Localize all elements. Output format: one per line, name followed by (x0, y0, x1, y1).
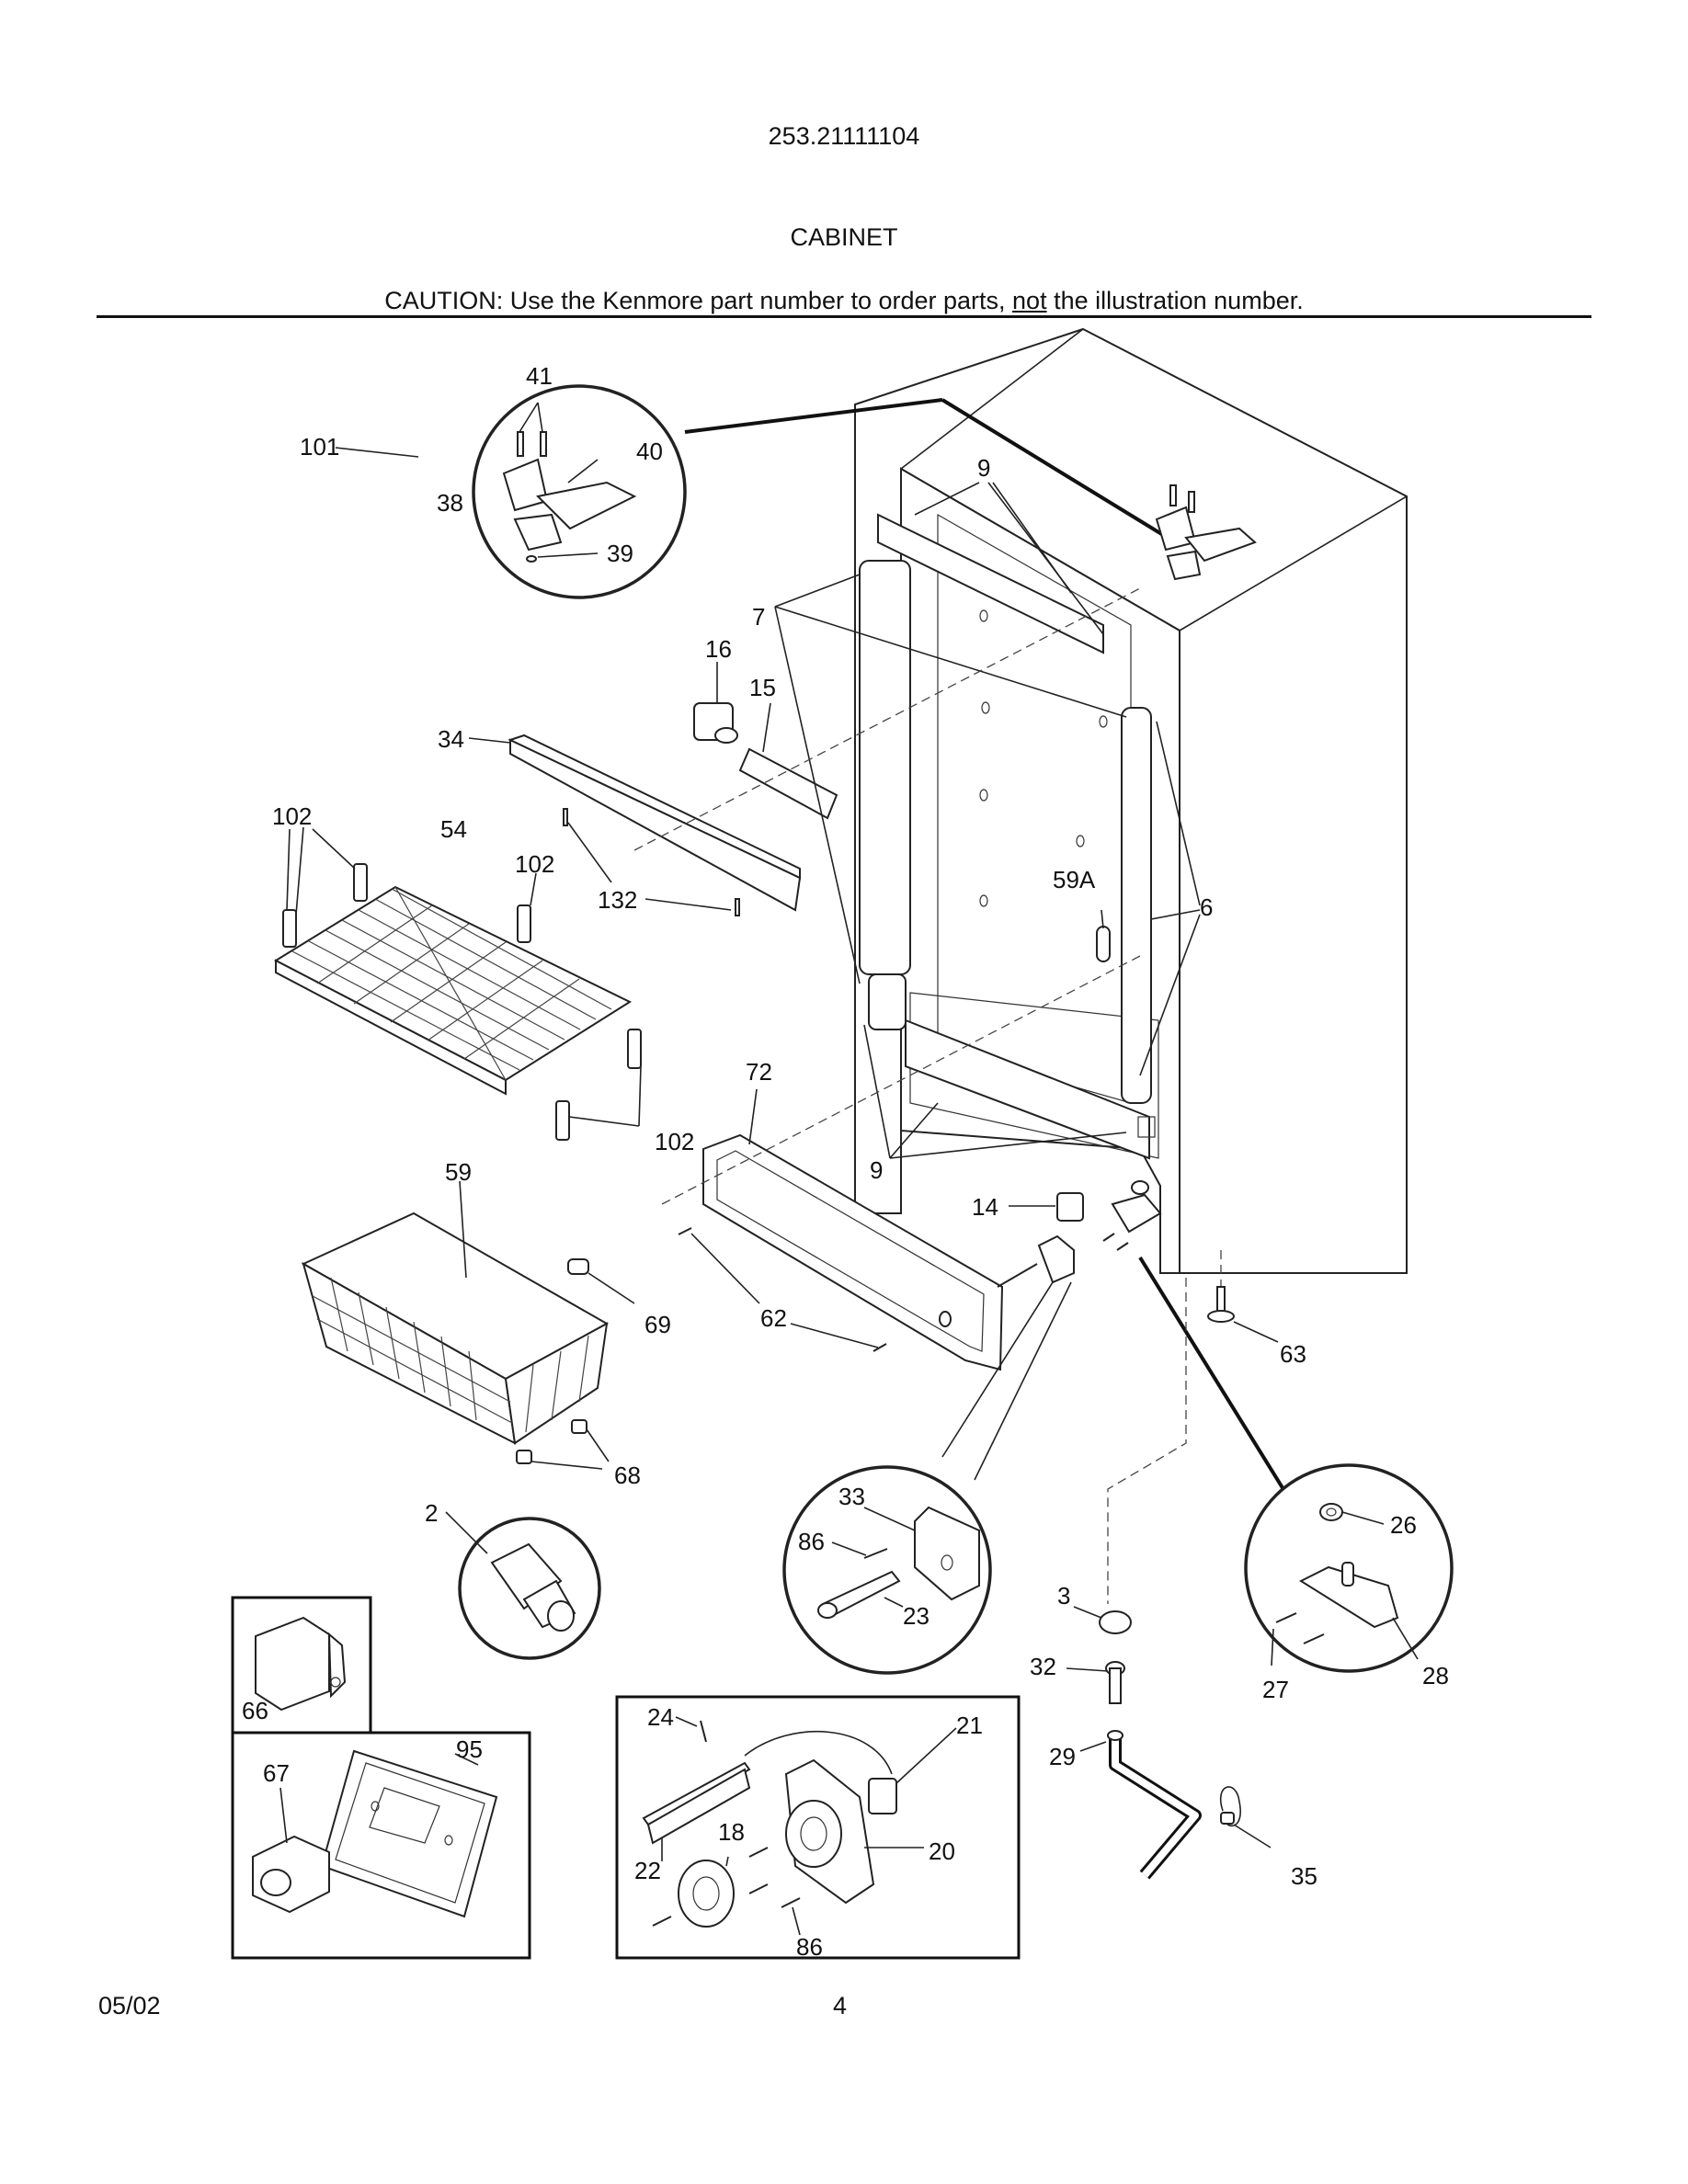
callout-3: 3 (1057, 1582, 1070, 1610)
leveler-63 (1207, 1250, 1279, 1343)
callout-59: 59 (445, 1158, 472, 1186)
callout-labels: 41 101 40 38 39 9 7 16 15 34 102 54 102 … (242, 362, 1449, 1961)
box-thermostat (615, 1695, 1021, 1960)
callout-9-bottom: 9 (870, 1156, 883, 1184)
basket-59 (301, 1180, 610, 1445)
drain-fitting-detail-circle (445, 1511, 601, 1660)
callout-101: 101 (300, 433, 339, 461)
callout-29: 29 (1049, 1743, 1076, 1770)
screws-62 (678, 1227, 887, 1352)
bottom-hinge-detail-circle (1244, 1463, 1454, 1673)
callout-16: 16 (705, 635, 732, 663)
cabinet-body (854, 327, 1408, 1274)
box-66 (231, 1596, 372, 1735)
light-socket-and-bulb (693, 662, 838, 820)
revision-date: 05/02 (98, 1992, 161, 2019)
callout-95: 95 (456, 1735, 483, 1763)
callout-63: 63 (1280, 1340, 1306, 1368)
callout-102-a: 102 (272, 802, 312, 830)
callout-21: 21 (956, 1712, 983, 1739)
callout-23: 23 (903, 1602, 930, 1630)
callout-26: 26 (1390, 1511, 1417, 1539)
callout-68: 68 (614, 1462, 641, 1489)
bracket-detail-circle (782, 1465, 992, 1675)
callout-62: 62 (760, 1304, 787, 1332)
leader-lines (633, 482, 1201, 1205)
callout-14: 14 (972, 1193, 998, 1221)
callout-28: 28 (1422, 1662, 1449, 1689)
callout-102-c: 102 (655, 1128, 694, 1155)
caution-emphasis: not (1012, 287, 1047, 314)
caution-text: CAUTION: Use the Kenmore part number to … (384, 287, 1013, 314)
kick-plate-72 (702, 1088, 1004, 1371)
hinge-on-cabinet (1155, 484, 1257, 581)
leader-69 (587, 1272, 635, 1304)
callout-7: 7 (752, 603, 765, 631)
callout-40: 40 (636, 438, 663, 465)
caution-text-end: the illustration number. (1046, 287, 1304, 314)
basket-clips-68 (516, 1419, 610, 1470)
drain-parts (1066, 1606, 1272, 1880)
callout-54: 54 (440, 815, 467, 843)
callout-18: 18 (718, 1818, 745, 1846)
callout-72: 72 (746, 1058, 772, 1086)
callout-59A: 59A (1053, 866, 1096, 893)
callout-20: 20 (929, 1837, 955, 1865)
box-67-95 (231, 1731, 531, 1960)
callout-86-b: 86 (796, 1933, 823, 1961)
callout-66: 66 (242, 1697, 268, 1724)
callout-32: 32 (1030, 1653, 1056, 1680)
model-number: 253.21111104 (768, 122, 920, 150)
page-number: 4 (833, 1992, 848, 2019)
switch-bracket (941, 1234, 1075, 1481)
callout-102-b: 102 (515, 850, 554, 878)
callout-41: 41 (526, 362, 553, 390)
callout-86-a: 86 (798, 1528, 825, 1555)
light-cover-34 (468, 734, 802, 916)
callout-6: 6 (1200, 893, 1213, 921)
basket-stop-69 (567, 1258, 589, 1275)
caution-notice: CAUTION: Use the Kenmore part number to … (0, 287, 1688, 315)
callout-27: 27 (1262, 1676, 1289, 1703)
callout-67: 67 (263, 1759, 290, 1787)
door-switch-14 (1009, 1192, 1084, 1222)
drain-path (1107, 1278, 1187, 1604)
callout-69: 69 (644, 1311, 671, 1338)
bottom-hinge (1102, 1180, 1291, 1500)
callout-15: 15 (749, 674, 776, 701)
callout-34: 34 (438, 725, 464, 753)
callout-38: 38 (437, 489, 463, 517)
wire-shelf-54 (273, 826, 633, 1096)
callout-132: 132 (598, 886, 637, 914)
callout-2: 2 (425, 1499, 438, 1527)
header-rule (97, 315, 1591, 318)
callout-35: 35 (1291, 1862, 1317, 1890)
callout-33: 33 (838, 1483, 865, 1510)
callout-22: 22 (634, 1857, 661, 1884)
callout-9-top: 9 (977, 454, 990, 482)
callout-24: 24 (647, 1703, 674, 1731)
section-title: CABINET (790, 223, 898, 251)
shelf-supports-102 (282, 828, 642, 1141)
callout-39: 39 (607, 540, 633, 567)
hinge-detail-circle (335, 384, 1169, 599)
